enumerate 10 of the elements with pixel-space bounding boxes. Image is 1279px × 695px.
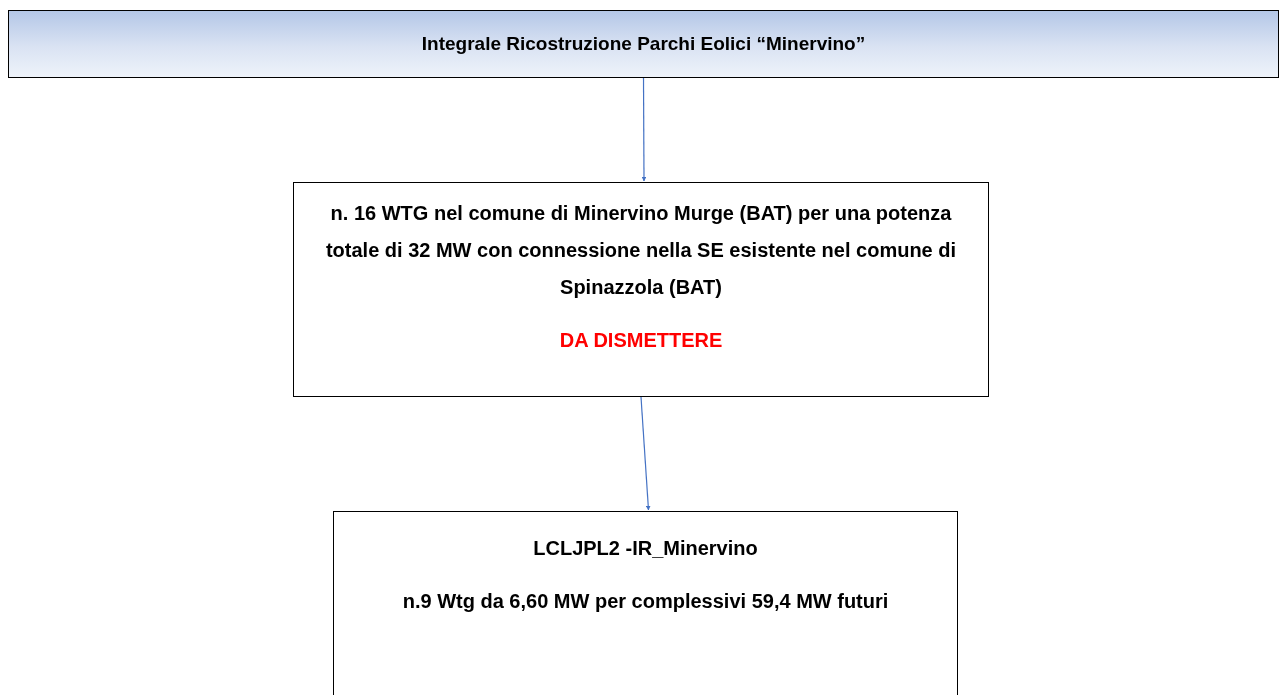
- arrow: [640, 396, 651, 511]
- description-text: n. 16 WTG nel comune di Minervino Murge (BAT) per una potenza totale di 32 MW con connessione nella SE esistente nel comune di Spinazzola (BAT): [324, 201, 958, 300]
- node-heading: LCLJPL2 -IR_Minervino: [533, 536, 758, 561]
- banner-title: Integrale Ricostruzione Parchi Eolici “Minervino”: [421, 32, 866, 56]
- description-text: n.9 Wtg da 6,60 MW per complessivi 59,4 MW futuri: [402, 589, 889, 614]
- process-box: [333, 511, 958, 695]
- process-box: [293, 182, 989, 397]
- status-text: DA DISMETTERE: [559, 328, 723, 353]
- arrow: [641, 77, 647, 182]
- title-banner: [8, 10, 1279, 78]
